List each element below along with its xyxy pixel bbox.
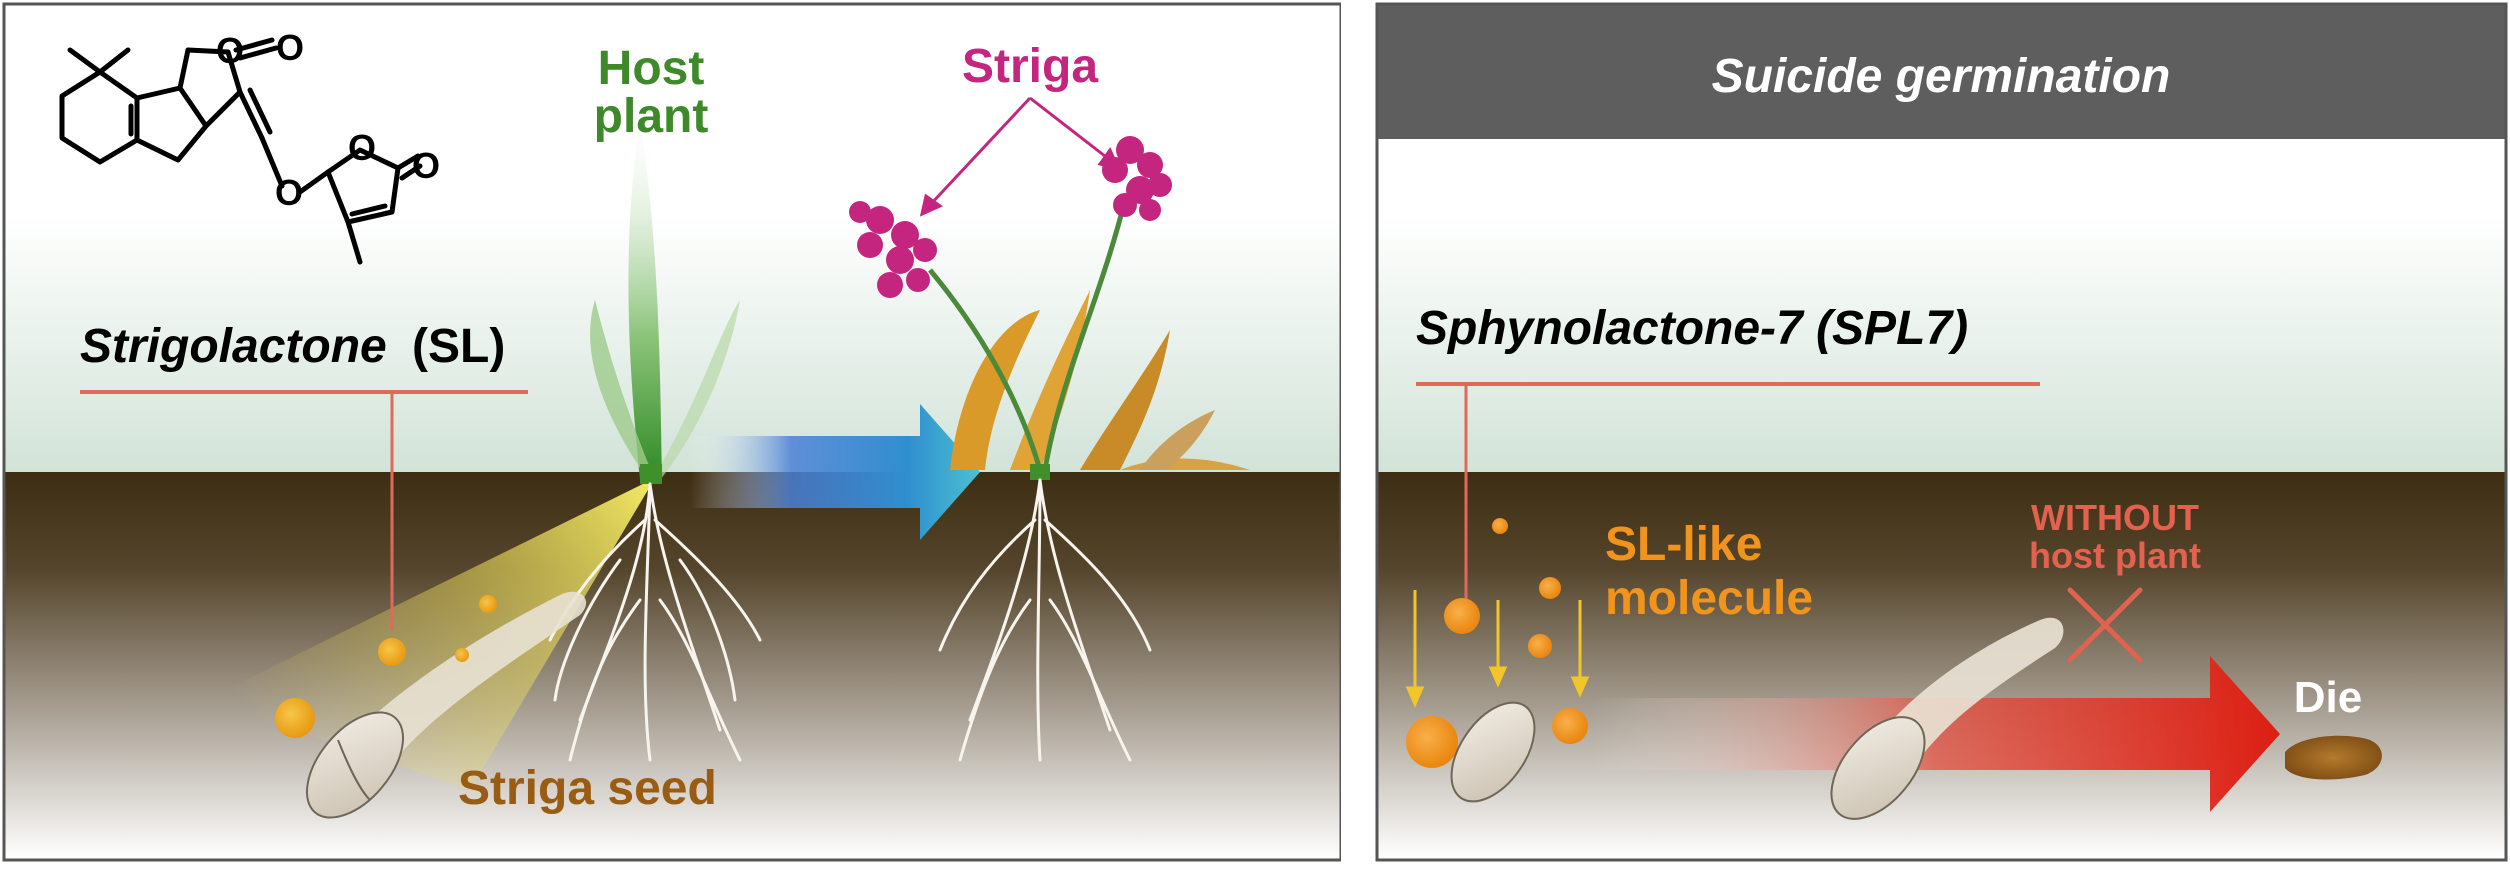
right-panel: Suicide germination Sphynolactone-7 (SPL… bbox=[1375, 2, 2508, 862]
striga-flower-right bbox=[1102, 136, 1172, 221]
strigolactone-label: Strigolactone (SL) bbox=[80, 320, 505, 373]
sl-like-dot-6 bbox=[1552, 708, 1588, 744]
striga-label: Striga bbox=[962, 40, 1098, 93]
panel-divider bbox=[1341, 0, 1376, 864]
host-leaf-right bbox=[652, 300, 740, 480]
sl-dot-3 bbox=[479, 595, 497, 613]
sl-like-dot-1 bbox=[1492, 518, 1508, 534]
header-bar bbox=[1378, 5, 2505, 139]
without-label-line2: host plant bbox=[2029, 535, 2201, 576]
sl-like-label-line1: SL-like bbox=[1605, 518, 1762, 571]
dead-seed bbox=[2285, 735, 2382, 780]
sl-like-label-line2: molecule bbox=[1605, 572, 1813, 625]
strigolactone-abbrev: (SL) bbox=[412, 320, 505, 373]
striga-stem-right bbox=[1042, 199, 1128, 471]
growth-arrow-shape bbox=[690, 404, 980, 540]
host-plant-label-line2: plant bbox=[594, 90, 709, 143]
dormant-seed bbox=[1450, 701, 1536, 803]
sl-dot-2 bbox=[378, 638, 406, 666]
host-leaf-left bbox=[590, 300, 655, 480]
germinated-seed-body bbox=[1830, 716, 1926, 820]
striga-flower-left bbox=[849, 201, 937, 298]
right-soil bbox=[1378, 472, 2505, 859]
sl-like-dot-3 bbox=[1539, 577, 1561, 599]
striga-roots bbox=[938, 478, 1152, 762]
cross-mark bbox=[2067, 587, 2143, 663]
atom-o-ether: O bbox=[275, 172, 303, 213]
withered-leaf-1 bbox=[950, 310, 1040, 470]
sl-exudate-beam bbox=[205, 478, 655, 790]
header-title: Suicide germination bbox=[1712, 50, 2171, 103]
sl-like-dot-2 bbox=[1444, 598, 1480, 634]
host-plant bbox=[548, 120, 762, 762]
withered-leaf-5 bbox=[1140, 410, 1215, 470]
without-label-line1: WITHOUT bbox=[2031, 497, 2199, 538]
sl-like-dot-5 bbox=[1406, 716, 1458, 768]
striga-pointers bbox=[919, 96, 1121, 217]
striga-stem-left bbox=[928, 268, 1043, 471]
atom-o-butenolide: O bbox=[348, 127, 376, 168]
germinating-seed bbox=[305, 591, 587, 819]
growth-arrow bbox=[690, 404, 980, 540]
host-plant-label-line1: Host bbox=[598, 42, 705, 95]
atom-o-carbonyl-1: O bbox=[276, 27, 304, 68]
sl-dot-1 bbox=[275, 698, 315, 738]
striga-plant bbox=[849, 136, 1250, 762]
sl-like-dot-4 bbox=[1528, 634, 1552, 658]
striga-seed-label: Striga seed bbox=[458, 762, 717, 815]
seed-detail bbox=[337, 739, 371, 801]
left-sky bbox=[5, 5, 1340, 472]
withered-leaf-2 bbox=[1010, 290, 1090, 470]
host-stem bbox=[628, 120, 662, 480]
germinated-seed bbox=[1830, 617, 2064, 820]
spl7-label: Sphynolactone-7 (SPL7) bbox=[1416, 302, 1968, 355]
host-crown bbox=[640, 464, 662, 484]
seed-body bbox=[305, 711, 405, 819]
atom-o-lactone: O bbox=[216, 30, 244, 71]
strigolactone-structure bbox=[59, 37, 423, 265]
withered-leaf-3 bbox=[1080, 330, 1170, 470]
left-panel: O O O O O Strigolactone (SL) bbox=[2, 2, 1343, 862]
falling-arrows bbox=[1405, 590, 1590, 708]
right-panel-border bbox=[1375, 2, 2508, 862]
striga-crown bbox=[1030, 464, 1050, 480]
atom-o-carbonyl-2: O bbox=[412, 145, 440, 186]
die-label: Die bbox=[2294, 673, 2362, 722]
strigolactone-name: Strigolactone bbox=[80, 320, 387, 373]
sl-dot-4 bbox=[455, 648, 469, 662]
